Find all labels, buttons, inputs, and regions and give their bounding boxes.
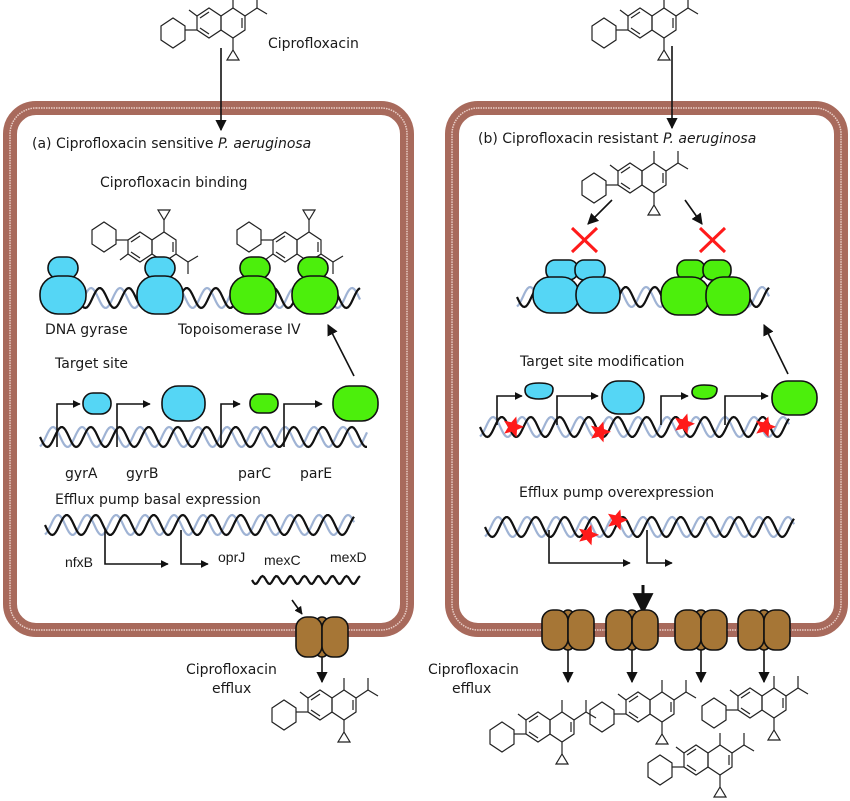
- mrna-strand: [251, 574, 361, 586]
- mutant-gyrA-protein: [524, 382, 554, 400]
- dna-efflux-a: [44, 513, 355, 537]
- mutation-star-2: [591, 421, 611, 443]
- gyrase-complex-a: [39, 256, 184, 315]
- gene-mexC: mexC: [264, 552, 301, 568]
- efflux-label-a-2: efflux: [212, 681, 251, 697]
- regulator-mutation-stars: [579, 509, 628, 546]
- overexpression-promoter-arrow-2: [646, 530, 673, 567]
- parE-protein: [332, 385, 379, 422]
- mexC-promoter-arrow: [180, 530, 209, 568]
- topoisomerase-complex-a: [229, 256, 339, 315]
- efflux-pump-a: [295, 616, 349, 658]
- gyrA-protein: [82, 392, 112, 415]
- efflux-label-b-1: Ciprofloxacin: [428, 662, 519, 678]
- target-mutation-stars: [504, 413, 776, 443]
- expression-arrow-b: [763, 323, 789, 375]
- efflux-pump-b-4: [737, 609, 791, 651]
- mutant-gyrase-complex: [532, 259, 621, 314]
- gene-promoters-a: [56, 400, 323, 447]
- ciprofloxacin-label: Ciprofloxacin: [268, 36, 359, 52]
- parE-protein-b: [771, 380, 818, 416]
- efflux-label-a-1: Ciprofloxacin: [186, 662, 277, 678]
- label-topoisomerase: Topoisomerase IV: [177, 322, 301, 338]
- gene-gyrB: gyrB: [126, 466, 159, 482]
- gene-gyrA: gyrA: [65, 466, 98, 482]
- ciprofloxacin-molecule-top-b: [591, 0, 699, 61]
- cell-membrane-a: [3, 101, 414, 637]
- parC-protein: [249, 393, 279, 414]
- panel-b-title: (b) Ciprofloxacin resistant P. aeruginos…: [478, 131, 756, 147]
- gene-oprJ: oprJ: [218, 549, 245, 565]
- regulator-mutation-star-1: [579, 524, 599, 546]
- efflux-pump-b-2: [605, 609, 659, 651]
- target-modification-heading: Target site modification: [519, 354, 684, 370]
- effluxed-molecule-b-2: [589, 679, 697, 745]
- regulator-mutation-star-2: [608, 509, 628, 531]
- efflux-label-b-2: efflux: [452, 681, 491, 697]
- gene-parC: parC: [238, 466, 271, 482]
- attempt-arrow-gyrase: [587, 199, 613, 225]
- effluxed-molecules-b: [489, 675, 809, 798]
- mutation-star-1: [504, 416, 524, 438]
- gene-nfxB: nfxB: [65, 554, 93, 570]
- mutation-star-4: [756, 416, 776, 438]
- label-dna-gyrase: DNA gyrase: [45, 322, 128, 338]
- binding-heading: Ciprofloxacin binding: [100, 175, 247, 191]
- blocked-binding-cross-topo: [698, 226, 727, 254]
- nfxB-promoter-arrow: [104, 530, 169, 568]
- blocked-binding-cross-gyrase: [570, 226, 599, 254]
- gene-parE: parE: [300, 466, 332, 482]
- effluxed-molecule-a: [271, 677, 379, 743]
- mutant-parC-protein: [691, 384, 718, 400]
- effluxed-molecule-b-3: [701, 675, 809, 741]
- dna-target-b: [479, 415, 790, 439]
- translation-arrow-a: [291, 599, 303, 615]
- attempt-arrow-topo: [684, 199, 703, 225]
- panel-a-title: (a) Ciprofloxacin sensitive P. aeruginos…: [32, 136, 311, 152]
- gyrB-protein-b: [601, 380, 645, 415]
- mutant-topo-complex: [660, 259, 751, 316]
- effluxed-molecule-b-1: [489, 699, 597, 765]
- efflux-pump-b-3: [674, 609, 728, 651]
- dna-efflux-b: [484, 515, 795, 539]
- efflux-pumps-b: [541, 609, 791, 684]
- dna-target-a: [39, 425, 368, 449]
- ciprofloxacin-molecule-top-a: [160, 0, 268, 61]
- efflux-overexpression-heading: Efflux pump overexpression: [519, 485, 714, 501]
- gene-promoters-b: [496, 392, 769, 425]
- efflux-pump-b-1: [541, 609, 595, 651]
- expression-arrow-a: [327, 324, 355, 377]
- effluxed-molecule-b-4: [647, 732, 755, 798]
- ciprofloxacin-molecule-b: [581, 150, 689, 216]
- mutation-star-3: [675, 413, 695, 435]
- gene-mexD: mexD: [330, 549, 367, 565]
- gyrB-protein: [161, 385, 206, 422]
- target-site-heading: Target site: [54, 356, 128, 372]
- overexpression-promoter-arrow-1: [548, 530, 631, 567]
- efflux-basal-heading: Efflux pump basal expression: [55, 492, 261, 508]
